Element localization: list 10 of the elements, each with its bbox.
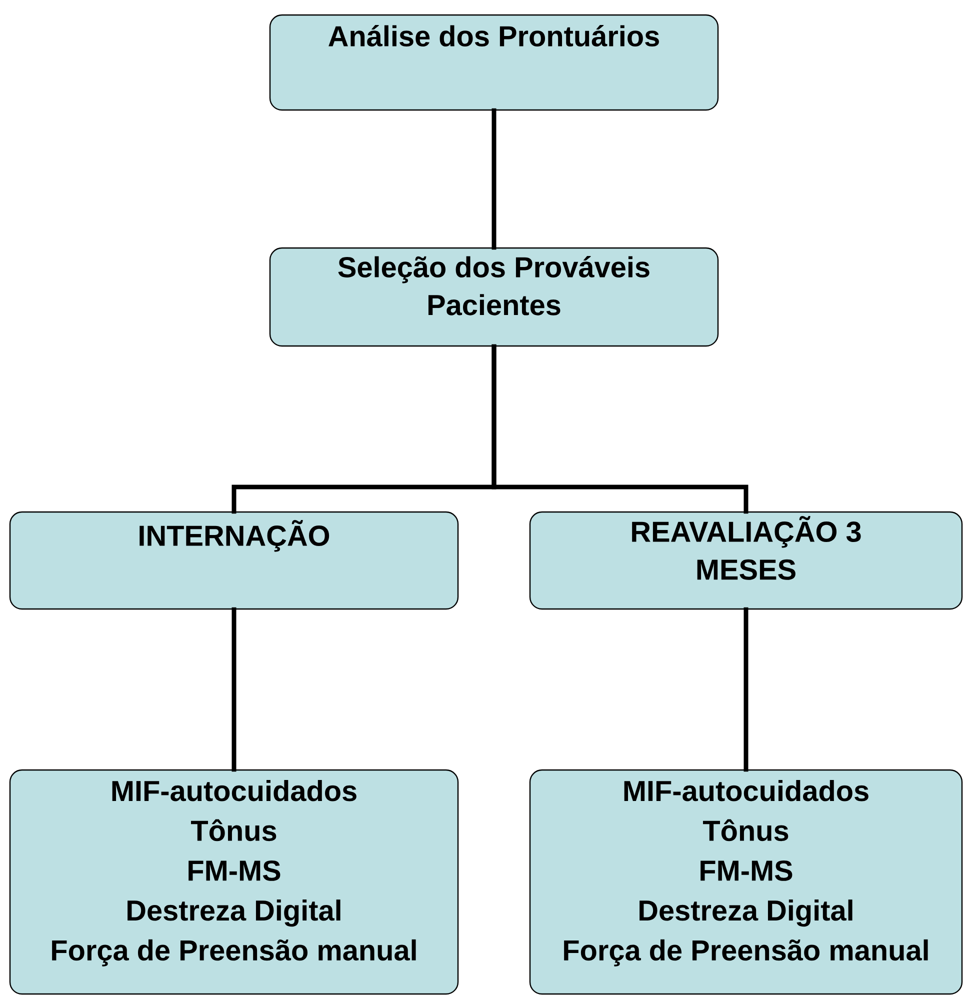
process-box: Seleção dos Prováveis Pacientes [269,247,719,347]
process-box: INTERNAÇÃO [9,511,459,610]
connector-line [744,607,748,772]
process-box: Análise dos Prontuários [269,14,719,111]
connector-line [492,344,748,514]
process-box: REAVALIAÇÃO 3 MESES [529,511,963,610]
connector-line [492,108,496,250]
process-box: MIF-autocuidados Tônus FM-MS Destreza Digital Força de Preensão manual [9,769,459,995]
process-box: MIF-autocuidados Tônus FM-MS Destreza Digital Força de Preensão manual [529,769,963,995]
connector-line [232,607,236,772]
